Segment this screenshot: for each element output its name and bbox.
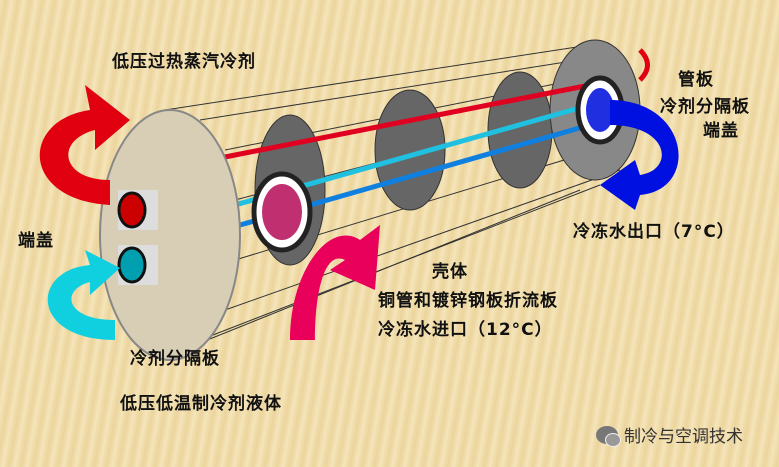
vapor-outlet-arrow: [39, 85, 130, 205]
water-inlet-opening: [262, 184, 302, 240]
wechat-icon: [596, 425, 621, 447]
label-right-partition: 冷剂分隔板: [660, 97, 750, 117]
label-water-inlet: 冷冻水进口（12°C）: [378, 320, 553, 340]
label-tube-sheet: 管板: [678, 70, 714, 90]
label-water-outlet: 冷冻水出口（7°C）: [573, 222, 735, 242]
reverse-flow-arrow: [638, 48, 650, 82]
water-outlet-arrow: [600, 100, 679, 210]
label-liquid-inlet: 低压低温制冷剂液体: [120, 394, 282, 414]
label-left-end-cover: 端盖: [18, 231, 54, 251]
refrigerant-inlet: [117, 246, 147, 284]
liquid-inlet-arrow: [47, 250, 120, 340]
label-tubes-baffles: 铜管和镀锌钢板折流板: [378, 291, 558, 311]
label-right-end-cover: 端盖: [703, 121, 739, 141]
watermark-text: 制冷与空调技术: [624, 427, 743, 447]
water-inlet-arrow: [290, 225, 380, 340]
watermark: 制冷与空调技术: [596, 422, 743, 447]
label-left-partition: 冷剂分隔板: [130, 349, 220, 369]
right-outlet-opening: [586, 88, 614, 132]
label-shell: 壳体: [432, 262, 468, 282]
label-top-inlet: 低压过热蒸汽冷剂: [112, 52, 256, 72]
refrigerant-outlet: [117, 191, 147, 229]
left-end-cover: [99, 109, 241, 361]
